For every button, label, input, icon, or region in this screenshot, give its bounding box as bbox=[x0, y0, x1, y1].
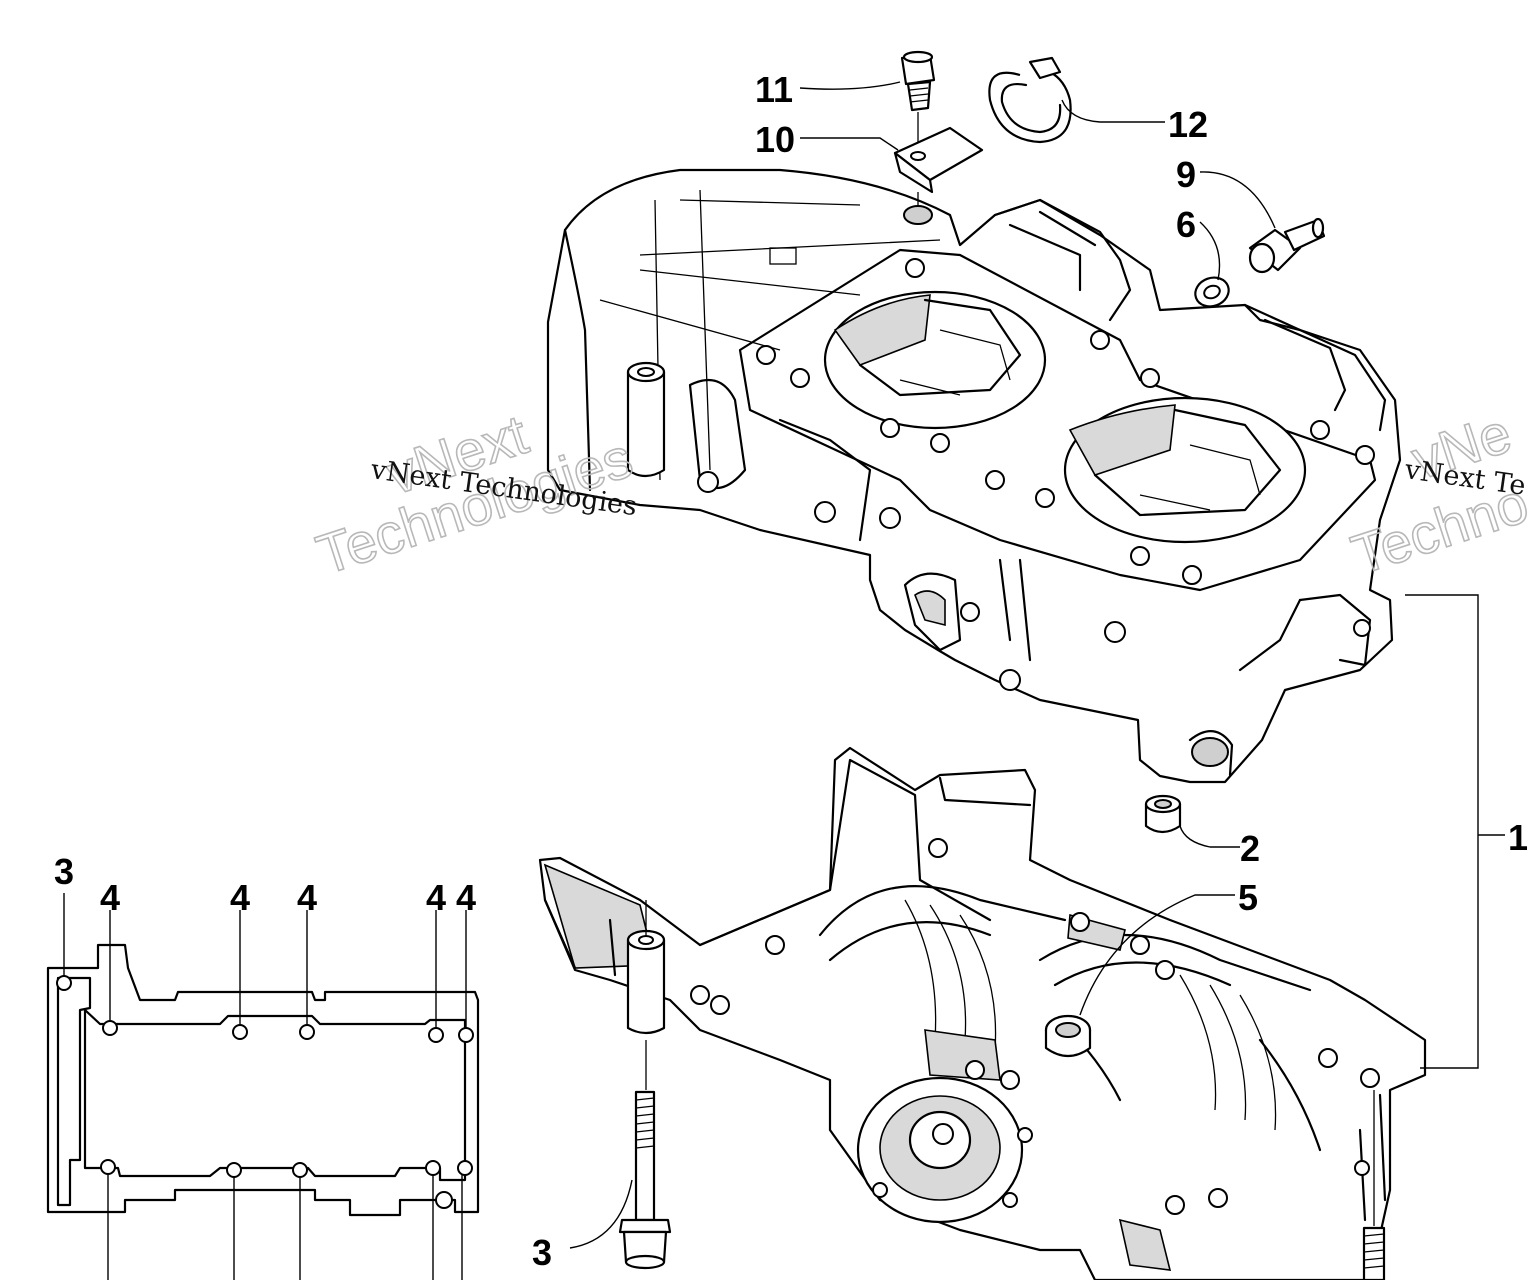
lower-crankcase bbox=[538, 746, 1427, 1280]
part-3-bolt-right bbox=[1362, 1090, 1386, 1280]
sealant-pattern-inset bbox=[46, 893, 480, 1280]
callout-5: 5 bbox=[1238, 877, 1258, 918]
callout-9: 9 bbox=[1176, 154, 1196, 195]
part-3-bolt bbox=[618, 1090, 672, 1270]
part-2-dowel bbox=[1144, 794, 1182, 834]
callout-11: 11 bbox=[755, 69, 793, 110]
part-11-bolt bbox=[900, 50, 936, 155]
callout-4-b: 4 bbox=[230, 877, 250, 918]
part-9-fitting bbox=[1248, 217, 1326, 274]
callout-4-a: 4 bbox=[100, 877, 120, 918]
callout-1: 1 bbox=[1508, 817, 1528, 858]
callout-4-c: 4 bbox=[297, 877, 317, 918]
callout-2: 2 bbox=[1240, 828, 1260, 869]
callout-12: 12 bbox=[1168, 104, 1208, 145]
part-10-bracket bbox=[893, 126, 984, 225]
callout-4-e: 4 bbox=[456, 877, 476, 918]
part-6-washer bbox=[1194, 276, 1230, 308]
leader-lines bbox=[569, 81, 1505, 1249]
callout-6: 6 bbox=[1176, 204, 1196, 245]
part-12-clamp bbox=[988, 56, 1072, 144]
callout-3-inset: 3 bbox=[54, 851, 74, 892]
upper-crankcase bbox=[546, 168, 1402, 784]
callout-4-d: 4 bbox=[426, 877, 446, 918]
callout-numbers: 11 10 12 9 6 2 5 1 3 3 4 4 4 4 4 bbox=[54, 69, 1528, 1273]
callout-10: 10 bbox=[755, 119, 795, 160]
callout-3-bolt: 3 bbox=[532, 1232, 552, 1273]
